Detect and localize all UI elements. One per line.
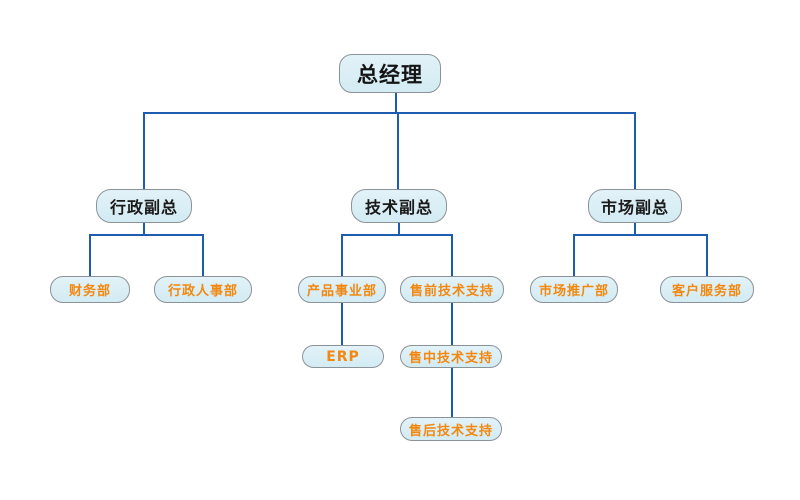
node-vp-admin: 行政副总 [96, 189, 192, 223]
edge-presales-to-midsales [451, 303, 453, 345]
edge-gm-trunk [395, 93, 397, 113]
edge-rail-to-presales [451, 234, 453, 276]
edge-midsales-to-aftersales [451, 368, 453, 417]
node-erp: ERP [302, 345, 384, 368]
node-presales-support: 售前技术支持 [400, 276, 504, 303]
node-vp-market: 市场副总 [588, 189, 682, 223]
edge-rail-to-admin-hr [202, 234, 204, 276]
edge-product-to-erp [341, 303, 343, 345]
node-general-manager: 总经理 [339, 54, 441, 93]
node-admin-hr: 行政人事部 [154, 276, 252, 303]
edge-rail-to-vp-tech [397, 112, 399, 189]
edge-admin-rail [89, 234, 204, 236]
node-aftersales-support: 售后技术支持 [400, 417, 502, 441]
node-market-promotion: 市场推广部 [530, 276, 618, 303]
edge-market-rail [573, 234, 708, 236]
edge-rail-to-vp-market [634, 112, 636, 189]
node-product-division: 产品事业部 [298, 276, 386, 303]
node-vp-tech: 技术副总 [351, 189, 447, 223]
edge-rail-to-product [341, 234, 343, 276]
node-midsales-support: 售中技术支持 [400, 345, 502, 368]
node-customer-service: 客户服务部 [660, 276, 754, 303]
edge-vp-tech-trunk [398, 223, 400, 236]
edge-rail-to-customer-service [706, 234, 708, 276]
edge-rail-to-finance [89, 234, 91, 276]
edge-vp-market-trunk [634, 223, 636, 236]
edge-level1-rail [143, 112, 636, 114]
edge-rail-to-vp-admin [143, 112, 145, 189]
edge-rail-to-market-promo [573, 234, 575, 276]
edge-vp-admin-trunk [143, 223, 145, 236]
edge-tech-rail [341, 234, 453, 236]
node-finance: 财务部 [50, 276, 130, 303]
